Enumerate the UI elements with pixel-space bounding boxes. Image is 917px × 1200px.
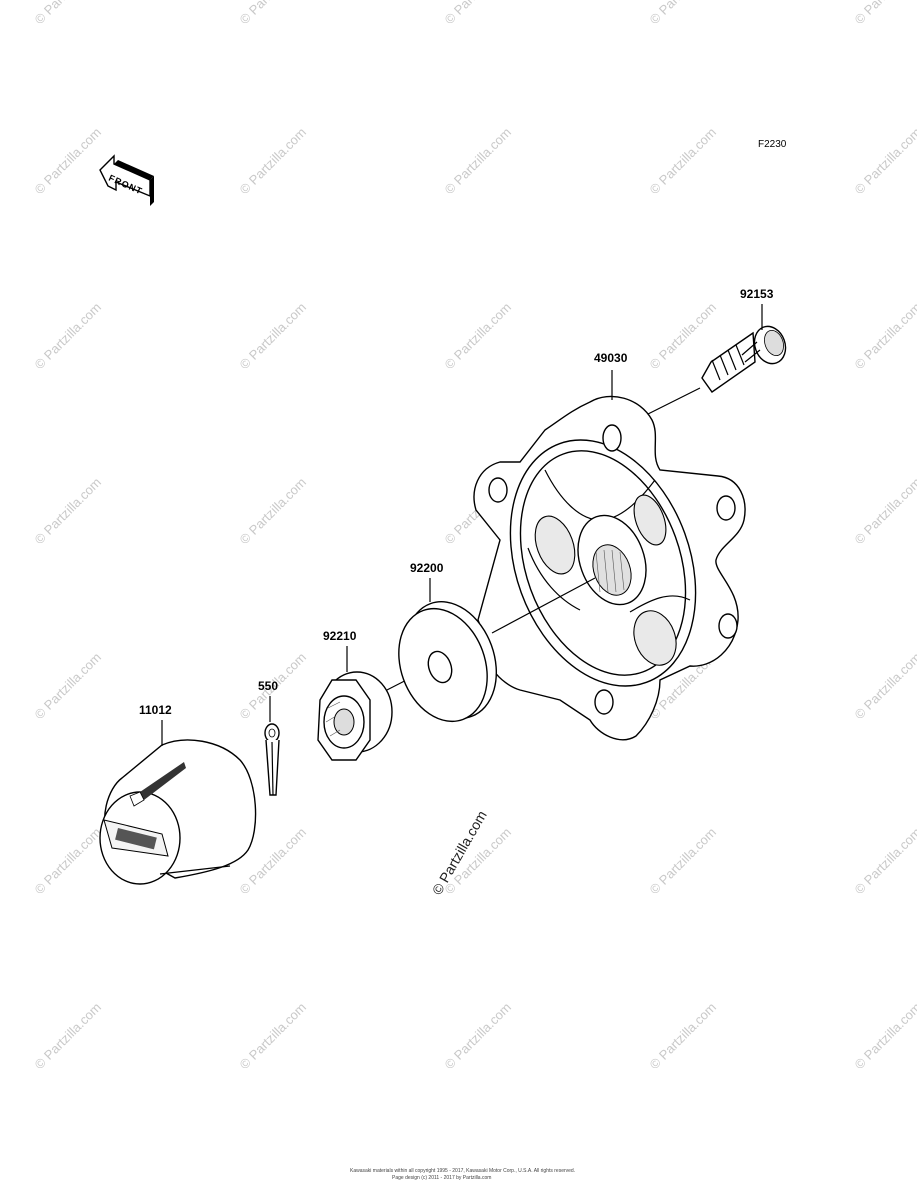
part-92210-nut bbox=[317, 671, 393, 761]
watermark-text: © Partzilla.com bbox=[237, 475, 310, 548]
axis-line-hub bbox=[491, 577, 596, 634]
watermark-grid: © Partzilla.com © Partzilla.com © Partzill… bbox=[32, 0, 917, 1072]
watermark-text: © Partzilla.com bbox=[647, 300, 720, 373]
watermark-text: © Partzilla.com bbox=[32, 650, 105, 723]
part-label-11012: 11012 bbox=[139, 703, 172, 717]
part-92200-washer bbox=[398, 601, 498, 723]
watermark-text: © Partzilla.com bbox=[442, 300, 515, 373]
watermark-text: © Partzilla.com bbox=[442, 125, 515, 198]
part-label-92153: 92153 bbox=[740, 287, 774, 301]
watermark-text: © Partzilla.com bbox=[237, 1000, 310, 1073]
watermark-text: © Partzilla.com bbox=[852, 300, 917, 373]
watermark-text: © Partzilla.com bbox=[32, 475, 105, 548]
part-92153-stud-bolt bbox=[701, 325, 787, 393]
watermark-text: © Partzilla.com bbox=[852, 650, 917, 723]
front-arrow-icon: FRONT bbox=[99, 154, 154, 206]
watermark-text: © Partzilla.com bbox=[442, 1000, 515, 1073]
watermark-text: © Partzilla.com bbox=[237, 125, 310, 198]
watermark-text: © Partzilla.com bbox=[647, 825, 720, 898]
footer-copyright: Kawasaki materials within all copyright … bbox=[350, 1168, 575, 1174]
watermark-text: © Partzilla.com bbox=[852, 1000, 917, 1073]
watermark-text: © Partzilla.com bbox=[237, 300, 310, 373]
part-550-cotter-pin bbox=[264, 723, 280, 796]
watermark-text: © Partzilla.com bbox=[852, 125, 917, 198]
watermark-text: © Partzilla.com bbox=[442, 0, 515, 27]
diagram-code: F2230 bbox=[758, 139, 787, 150]
part-label-92200: 92200 bbox=[410, 561, 444, 575]
watermark-text: © Partzilla.com bbox=[32, 125, 105, 198]
watermark-text: © Partzilla.com bbox=[852, 475, 917, 548]
part-11012-cap bbox=[99, 739, 257, 885]
watermark-text: © Partzilla.com bbox=[32, 0, 105, 27]
watermark-text: © Partzilla.com bbox=[32, 1000, 105, 1073]
footer-design: Page design (c) 2011 - 2017 by Partzilla… bbox=[392, 1175, 491, 1181]
part-label-92210: 92210 bbox=[323, 629, 357, 643]
watermark-text: © Partzilla.com bbox=[647, 0, 720, 27]
watermark-text: © Partzilla.com bbox=[852, 0, 917, 27]
part-49030-hub bbox=[473, 395, 746, 741]
watermark-text: © Partzilla.com bbox=[852, 825, 917, 898]
watermark-text: © Partzilla.com bbox=[32, 825, 105, 898]
part-label-49030: 49030 bbox=[594, 351, 628, 365]
watermark-text: © Partzilla.com bbox=[647, 125, 720, 198]
watermark-text: © Partzilla.com bbox=[32, 300, 105, 373]
axis-line-stud bbox=[647, 387, 701, 415]
watermark-text: © Partzilla.com bbox=[237, 0, 310, 27]
watermark-text: © Partzilla.com bbox=[647, 1000, 720, 1073]
part-label-550: 550 bbox=[258, 679, 278, 693]
